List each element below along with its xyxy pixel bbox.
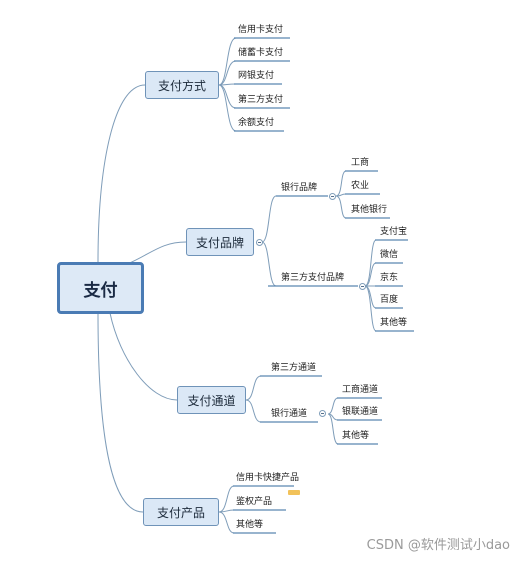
collapse-toggle-bank-brand[interactable]	[329, 193, 336, 200]
root-label: 支付	[83, 280, 118, 301]
leaf-method-ebank[interactable]: 网银支付	[238, 71, 275, 81]
decorative-fragment	[288, 490, 300, 495]
node-payment-brand[interactable]: 支付品牌	[186, 228, 254, 256]
subnode-thirdparty-brand[interactable]: 第三方支付品牌	[281, 273, 345, 283]
leaf-bank-other[interactable]: 其他银行	[351, 205, 388, 215]
collapse-toggle-brand[interactable]	[256, 239, 263, 246]
collapse-toggle-thirdparty-brand[interactable]	[359, 283, 366, 290]
node-payment-channel-label: 支付通道	[187, 393, 236, 408]
node-payment-channel[interactable]: 支付通道	[177, 386, 246, 414]
leaf-brand-baidu[interactable]: 百度	[380, 295, 399, 305]
leaf-brand-jd[interactable]: 京东	[380, 273, 399, 283]
leaf-channel-unionpay[interactable]: 银联通道	[342, 407, 379, 417]
leaf-method-credit[interactable]: 信用卡支付	[238, 25, 284, 35]
leaf-product-other[interactable]: 其他等	[236, 520, 264, 530]
node-payment-product-label: 支付产品	[156, 505, 205, 520]
leaf-product-credit-quick[interactable]: 信用卡快捷产品	[236, 473, 300, 483]
leaf-method-balance[interactable]: 余额支付	[238, 118, 275, 128]
collapse-toggle-bank-channel[interactable]	[319, 410, 326, 417]
node-payment-method-label: 支付方式	[157, 78, 206, 93]
node-payment-brand-label: 支付品牌	[195, 235, 244, 250]
leaf-brand-wechat[interactable]: 微信	[380, 250, 399, 260]
leaf-brand-alipay[interactable]: 支付宝	[380, 227, 408, 237]
node-payment-product[interactable]: 支付产品	[143, 498, 219, 526]
leaf-method-thirdparty[interactable]: 第三方支付	[238, 95, 284, 105]
node-payment-method[interactable]: 支付方式	[145, 71, 219, 99]
subnode-thirdparty-channel[interactable]: 第三方通道	[271, 363, 317, 373]
leaf-bank-abc[interactable]: 农业	[351, 181, 370, 191]
watermark: CSDN @软件测试小dao	[366, 538, 510, 553]
leaf-method-debit[interactable]: 储蓄卡支付	[238, 48, 284, 58]
leaf-bank-icbc[interactable]: 工商	[351, 158, 370, 168]
leaf-channel-other[interactable]: 其他等	[342, 431, 370, 441]
subnode-bank-brand[interactable]: 银行品牌	[281, 183, 318, 193]
leaf-brand-other[interactable]: 其他等	[380, 318, 408, 328]
leaf-product-auth[interactable]: 鉴权产品	[236, 497, 273, 507]
root-node[interactable]: 支付	[57, 262, 144, 314]
leaf-channel-icbc[interactable]: 工商通道	[342, 385, 379, 395]
subnode-bank-channel[interactable]: 银行通道	[271, 409, 308, 419]
